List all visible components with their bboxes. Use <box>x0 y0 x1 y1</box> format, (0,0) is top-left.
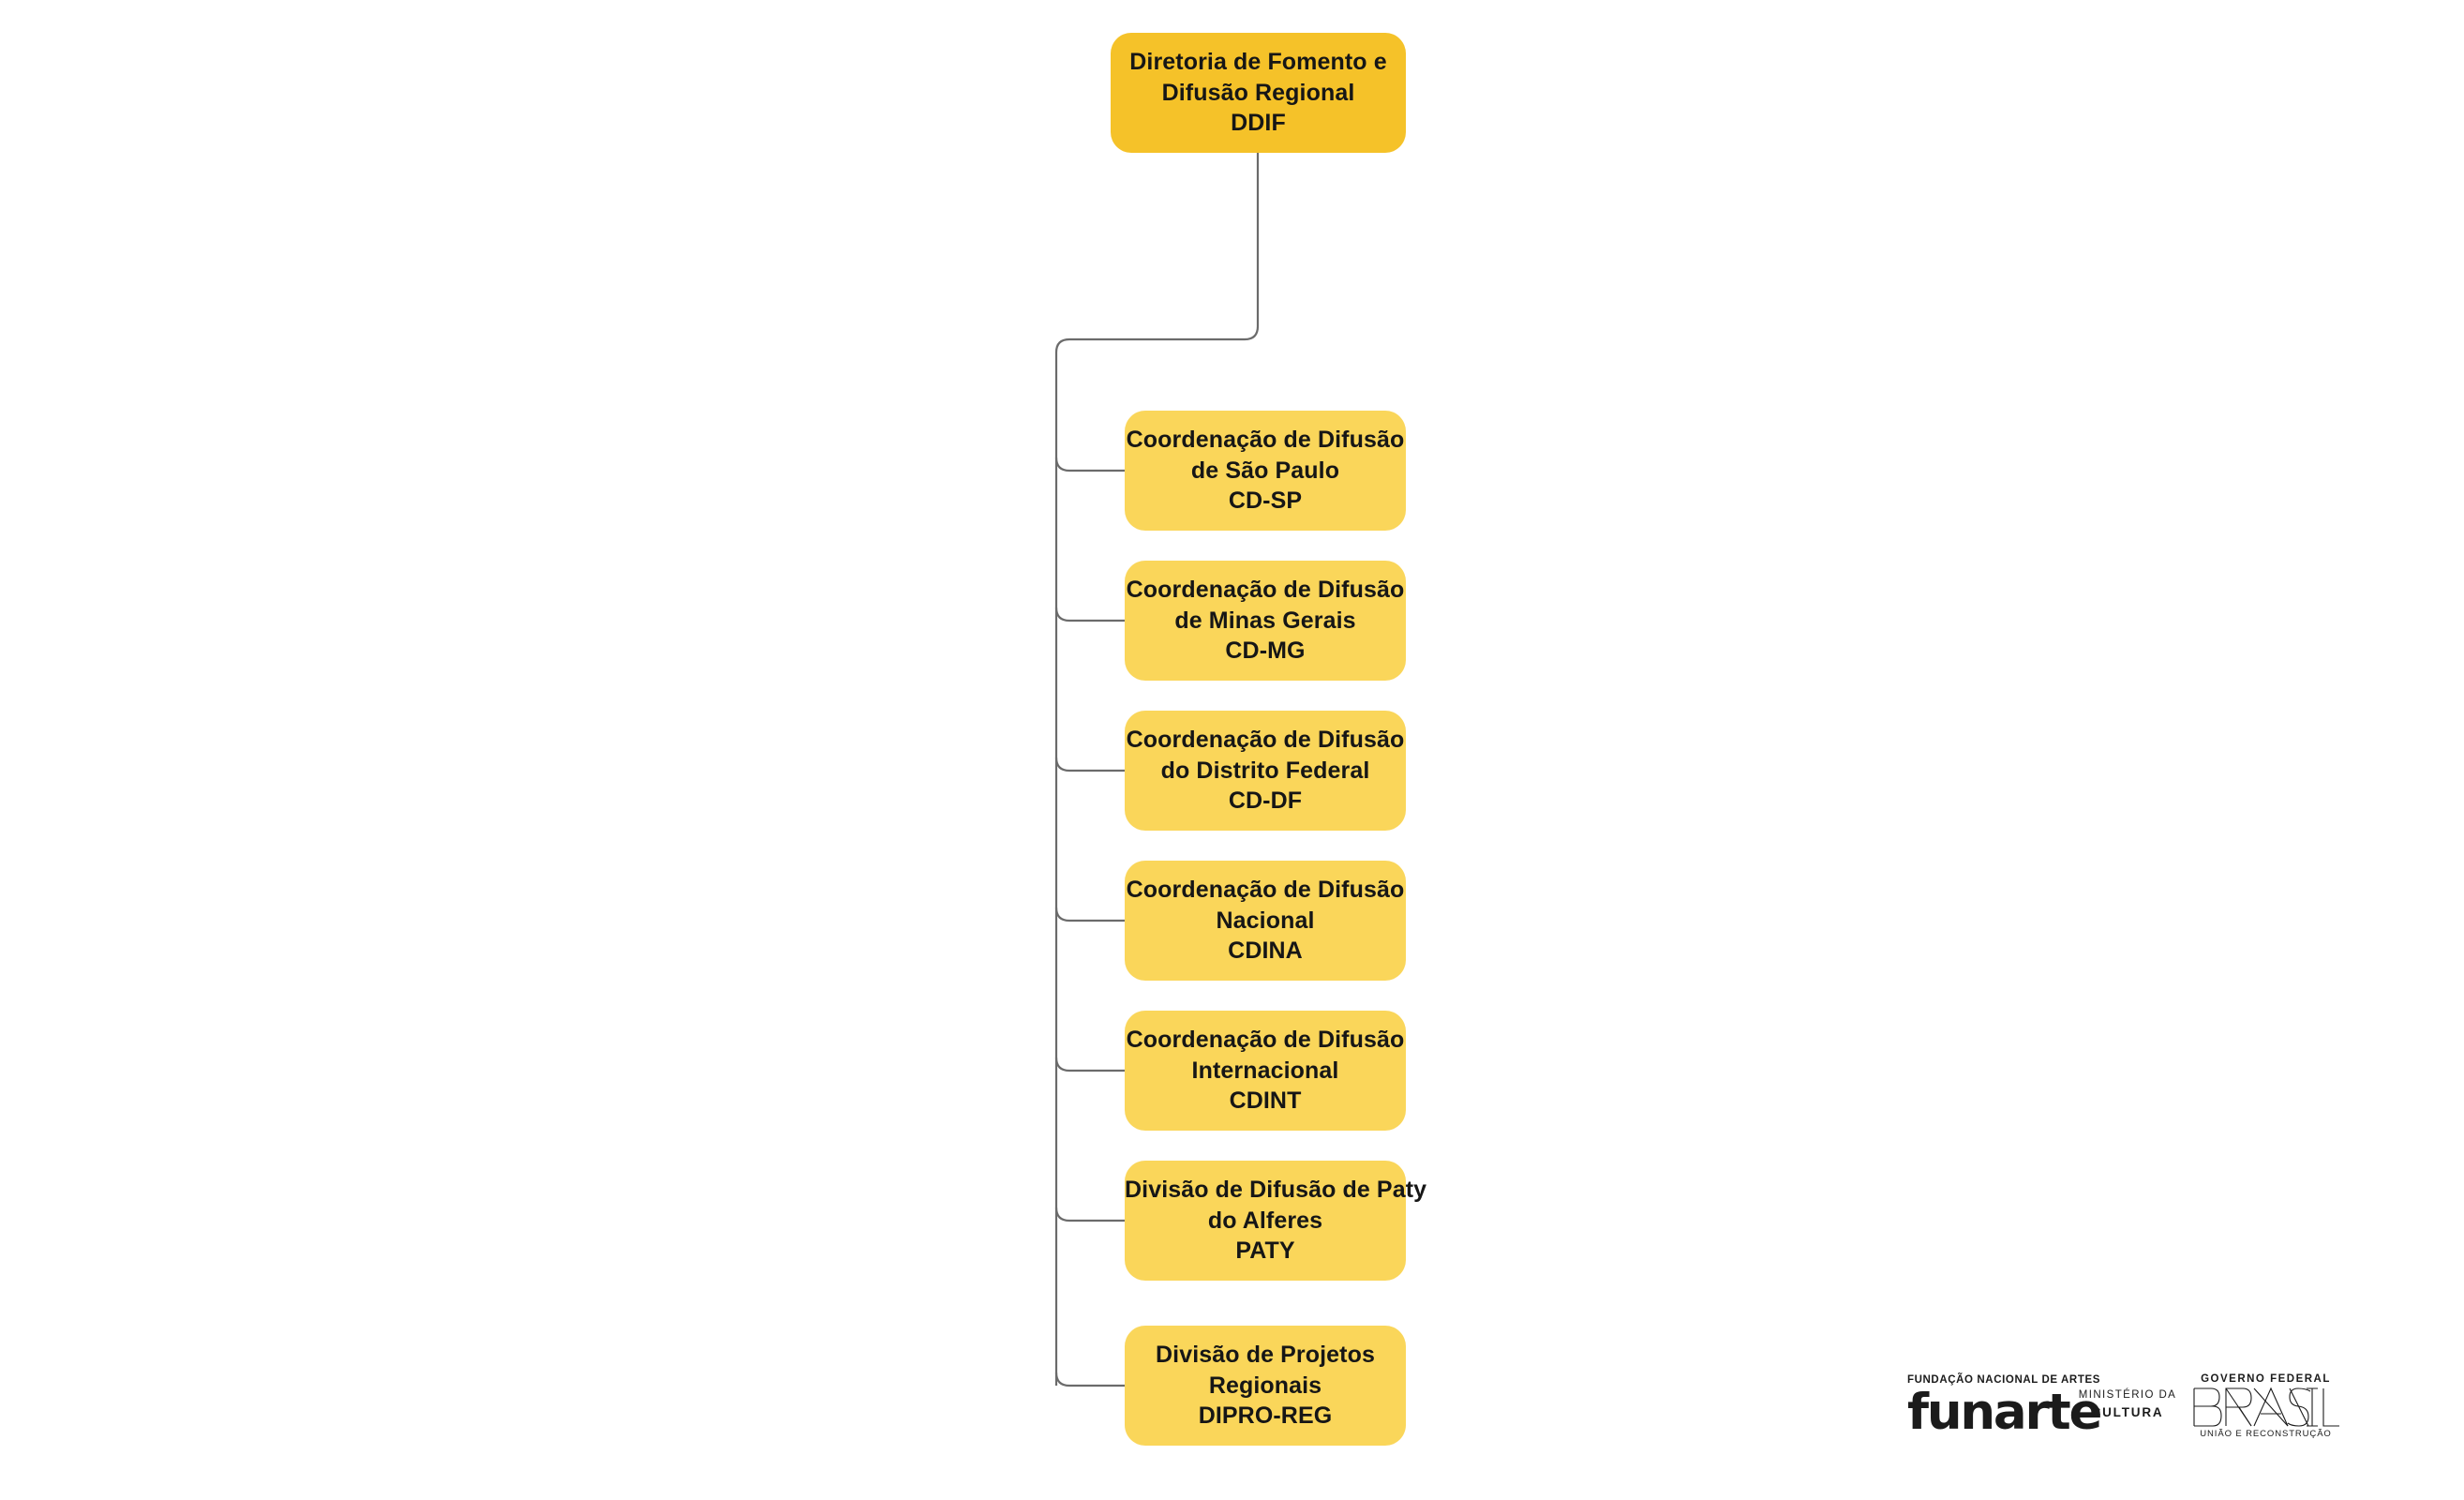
governo-federal-line1: GOVERNO FEDERAL <box>2201 1372 2331 1385</box>
connector-stub-4 <box>1054 907 1125 922</box>
governo-federal-line2: UNIÃO E RECONSTRUÇÃO <box>2200 1429 2332 1439</box>
node-cdint-label: Coordenação de Difusão Internacional CDI… <box>1126 1027 1405 1115</box>
connector-stub-6 <box>1054 1207 1125 1222</box>
governo-federal-logo: GOVERNO FEDERAL <box>2184 1372 2348 1439</box>
funarte-tagline: FUNDAÇÃO NACIONAL DE ARTES <box>1907 1374 2100 1387</box>
node-cd-mg-label: Coordenação de Difusão de Minas Gerais C… <box>1126 577 1405 665</box>
connector-stub-5 <box>1054 1057 1125 1072</box>
node-ddif[interactable]: Diretoria de Fomento e Difusão Regional … <box>1111 33 1406 153</box>
node-paty[interactable]: Divisão de Difusão de Paty do Alferes PA… <box>1125 1161 1427 1281</box>
node-cd-df[interactable]: Coordenação de Difusão do Distrito Feder… <box>1125 711 1406 831</box>
node-cd-mg[interactable]: Coordenação de Difusão de Minas Gerais C… <box>1125 561 1406 681</box>
node-cdina[interactable]: Coordenação de Difusão Nacional CDINA <box>1125 861 1406 981</box>
funarte-logo: FUNDAÇÃO NACIONAL DE ARTES funarte <box>1907 1374 2103 1441</box>
node-ddif-label: Diretoria de Fomento e Difusão Regional … <box>1129 49 1387 137</box>
brasil-wordmark-icon <box>2192 1387 2339 1427</box>
node-cd-df-label: Coordenação de Difusão do Distrito Feder… <box>1126 727 1405 815</box>
connector-stub-3 <box>1054 757 1125 772</box>
node-cdina-label: Coordenação de Difusão Nacional CDINA <box>1126 877 1405 965</box>
ministerio-line1: MINISTÉRIO DA <box>2078 1388 2177 1401</box>
ministerio-line2: CULTURA <box>2091 1404 2164 1419</box>
node-dipro-reg[interactable]: Divisão de Projetos Regionais DIPRO-REG <box>1125 1326 1406 1446</box>
connector-stub-7 <box>1054 1372 1125 1388</box>
funarte-wordmark: funarte <box>1907 1383 2103 1441</box>
node-cdint[interactable]: Coordenação de Difusão Internacional CDI… <box>1125 1011 1406 1131</box>
connector-stub-2 <box>1054 607 1125 622</box>
node-cd-sp[interactable]: Coordenação de Difusão de São Paulo CD-S… <box>1125 411 1406 531</box>
node-cd-sp-label: Coordenação de Difusão de São Paulo CD-S… <box>1126 427 1405 515</box>
node-dipro-reg-label: Divisão de Projetos Regionais DIPRO-REG <box>1156 1342 1375 1430</box>
footer-logo-bar: FUNDAÇÃO NACIONAL DE ARTES funarte MINIS… <box>1907 1364 2395 1448</box>
ministerio-cultura-logo: MINISTÉRIO DA CULTURA <box>2071 1388 2184 1425</box>
connector-stub-1 <box>1054 457 1125 472</box>
node-paty-label: Divisão de Difusão de Paty do Alferes PA… <box>1125 1177 1427 1265</box>
